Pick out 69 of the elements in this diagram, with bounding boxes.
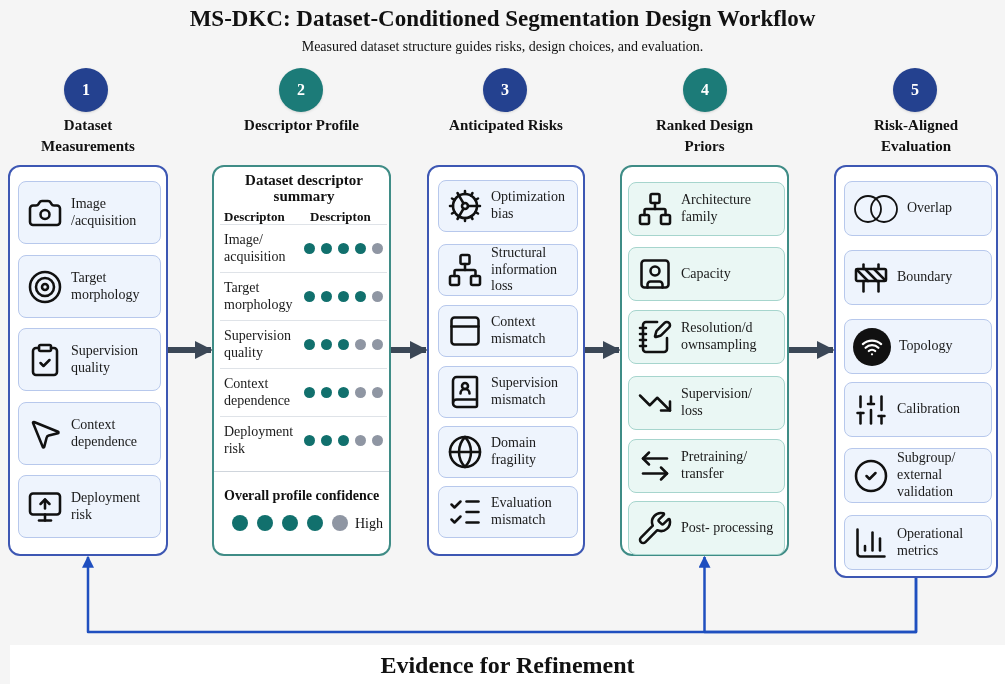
card-text: Architecture family [681, 192, 752, 226]
evaluation-card [844, 382, 992, 437]
card-text: Overlap [907, 200, 953, 217]
column-header: Descripton [224, 208, 285, 226]
design-prior-card [628, 310, 785, 364]
evaluation-card [844, 250, 992, 305]
card-text: Deployment risk [71, 489, 142, 524]
design-prior-card [628, 247, 785, 301]
diagram-title: MS-DKC: Dataset-Conditioned Segmentation Design Workflow [188, 5, 817, 33]
design-prior-card [628, 376, 785, 430]
measurement-card [18, 328, 161, 391]
column-heading: Ranked Design Priors [654, 116, 755, 156]
subtitle: Measured dataset structure guides risks, design choices, and evaluation. [301, 38, 704, 56]
card-text: Post- processing [681, 519, 774, 537]
card-text: Calibration [897, 401, 960, 418]
row-text: Context dependence [224, 375, 292, 410]
flow-arrow [168, 341, 213, 359]
column-heading: Anticipated Risks [448, 116, 564, 135]
card-text: Supervision quality [71, 342, 139, 377]
card-text: Boundary [897, 269, 953, 286]
card-text: Supervision/ loss [681, 386, 753, 420]
column-heading: Risk-Aligned Evaluation [872, 116, 960, 156]
evaluation-card [844, 448, 992, 503]
card-text: Context dependence [71, 416, 139, 451]
column-header: Descripton [310, 208, 371, 226]
card-text: Structural information loss [491, 244, 559, 296]
row-text: Target morphology [224, 279, 294, 314]
measurement-card [18, 402, 161, 465]
feedback-arrow [698, 555, 918, 634]
risk-card [438, 486, 578, 538]
flow-arrow [585, 341, 621, 359]
card-text: Operational metrics [897, 525, 965, 560]
card-text: Topology [899, 338, 953, 355]
risk-card [438, 244, 578, 296]
measurement-card [18, 255, 161, 318]
card-text: Resolution/d ownsampling [681, 320, 758, 354]
risk-card [438, 366, 578, 418]
card-text: Evaluation mismatch [491, 495, 553, 529]
table-title: Dataset descriptor summary [244, 173, 364, 205]
card-text: Domain fragility [491, 435, 538, 469]
risk-card [438, 305, 578, 357]
design-prior-card [628, 182, 785, 236]
flow-arrow [391, 341, 428, 359]
card-text: Subgroup/ external validation [897, 450, 957, 501]
banner-text: Evidence for Refinement [380, 650, 635, 680]
card-text: Supervision mismatch [491, 375, 559, 409]
card-text: Optimization bias [491, 189, 566, 223]
risk-card [438, 426, 578, 478]
measurement-card [18, 181, 161, 244]
row-text: Supervision quality [224, 327, 292, 362]
measurement-card [18, 475, 161, 538]
flow-arrow [789, 341, 835, 359]
card-text: Pretraining/ transfer [681, 449, 749, 483]
confidence-heading: Overall profile confidence [224, 487, 380, 505]
evaluation-card [844, 515, 992, 570]
card-text: Target morphology [71, 269, 141, 304]
evaluation-card [844, 319, 992, 374]
row-text: Deployment risk [224, 423, 295, 458]
card-text: Image /acquisition [71, 195, 138, 230]
evaluation-card [844, 181, 992, 236]
card-text: Context mismatch [491, 314, 547, 348]
row-text: Image/ acquisition [224, 231, 287, 266]
column-heading: Dataset Measurements [40, 116, 136, 156]
card-text: Capacity [681, 265, 731, 283]
design-prior-card [628, 501, 785, 555]
risk-card [438, 180, 578, 232]
column-heading: Descriptor Profile [243, 116, 360, 135]
design-prior-card [628, 439, 785, 493]
confidence-level: High [355, 515, 383, 533]
